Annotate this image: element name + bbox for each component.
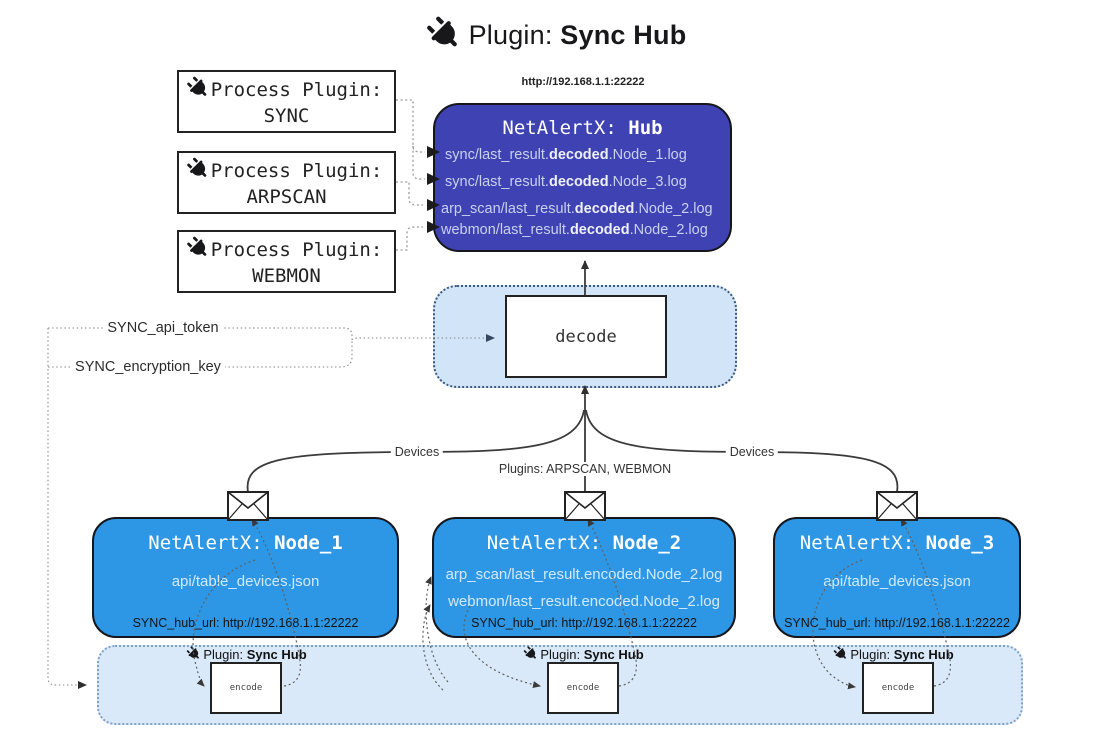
page-title-text: Plugin: Sync Hub — [469, 20, 687, 51]
edge-label-devices-right: Devices — [725, 445, 779, 459]
hub-box: NetAlertX: Hub sync/last_result.decoded.… — [433, 103, 732, 252]
node-3-footer: SYNC_hub_url: http://192.168.1.1:22222 — [784, 616, 1010, 630]
node-2-box: NetAlertX: Node_2 arp_scan/last_result.e… — [432, 517, 736, 638]
process-plugin-name-sync: SYNC — [263, 105, 310, 127]
process-plugin-box-webmon: Process Plugin: WEBMON — [177, 230, 396, 293]
hub-url-label: http://192.168.1.1:22222 — [521, 76, 645, 88]
envelope-icon-node-3 — [876, 491, 918, 521]
process-plugin-label: Process Plugin: — [210, 159, 383, 182]
encode-section-label-2: Plugin: Sync Hub — [526, 646, 644, 663]
title-prefix: Plugin: — [468, 20, 561, 50]
hub-title-bold: Hub — [628, 117, 663, 139]
process-plugin-name-webmon: WEBMON — [252, 265, 321, 287]
hub-log-1: sync/last_result.decoded.Node_1.log — [445, 147, 687, 163]
node-1-footer: SYNC_hub_url: http://192.168.1.1:22222 — [132, 616, 359, 630]
node-1-line: api/table_devices.json — [171, 573, 320, 590]
process-plugin-box-sync: Process Plugin: SYNC — [177, 70, 396, 133]
encode-section-label-3: Plugin: Sync Hub — [836, 646, 954, 663]
plug-icon — [421, 11, 470, 60]
connector-sync-to-hub-b — [412, 146, 425, 180]
envelope-icon-node-2 — [564, 491, 606, 521]
envelope-icon-node-1 — [227, 491, 269, 521]
node-3-line: api/table_devices.json — [823, 573, 971, 590]
title-bold: Sync Hub — [560, 20, 687, 50]
hub-log-2: sync/last_result.decoded.Node_3.log — [445, 174, 687, 190]
sync-encryption-key-label: SYNC_encryption_key — [71, 359, 225, 375]
encode-box-1: encode — [210, 662, 282, 714]
encode-section-label-1: Plugin: Sync Hub — [189, 646, 307, 663]
hub-title: NetAlertX: Hub — [435, 117, 730, 139]
encode-box-3: encode — [862, 662, 934, 714]
decode-box: decode — [505, 295, 667, 378]
process-plugin-label: Process Plugin: — [210, 78, 383, 101]
node-2-title: NetAlertX: Node_2 — [486, 532, 682, 554]
line-key-to-encode-band — [47, 328, 87, 689]
connector-webmon-to-hub — [396, 226, 423, 251]
hub-log-4: webmon/last_result.decoded.Node_2.log — [441, 222, 708, 238]
edge-label-plugins: Plugins: ARPSCAN, WEBMON — [494, 462, 676, 476]
node-2-footer: SYNC_hub_url: http://192.168.1.1:22222 — [471, 616, 697, 630]
edge-label-devices-left: Devices — [390, 445, 444, 459]
process-plugin-name-arpscan: ARPSCAN — [246, 186, 327, 208]
node-1-box: NetAlertX: Node_1 api/table_devices.json… — [92, 517, 399, 638]
hub-log-3: arp_scan/last_result.decoded.Node_2.log — [441, 201, 713, 217]
node-2-line-1: arp_scan/last_result.encoded.Node_2.log — [445, 566, 723, 583]
sync-api-token-label: SYNC_api_token — [103, 320, 223, 336]
node-3-box: NetAlertX: Node_3 api/table_devices.json… — [773, 517, 1021, 638]
connector-arpscan-to-hub — [396, 181, 423, 206]
encode-box-2: encode — [547, 662, 619, 714]
hub-title-prefix: NetAlertX: — [502, 117, 629, 139]
process-plugin-box-arpscan: Process Plugin: ARPSCAN — [177, 151, 396, 214]
node-3-title: NetAlertX: Node_3 — [799, 532, 995, 554]
connector-sync-to-hub-a — [396, 99, 425, 153]
node-1-title: NetAlertX: Node_1 — [148, 532, 343, 554]
page-title: Plugin: Sync Hub — [0, 16, 1117, 55]
process-plugin-label: Process Plugin: — [210, 238, 383, 261]
node-2-line-2: webmon/last_result.encoded.Node_2.log — [448, 593, 720, 610]
